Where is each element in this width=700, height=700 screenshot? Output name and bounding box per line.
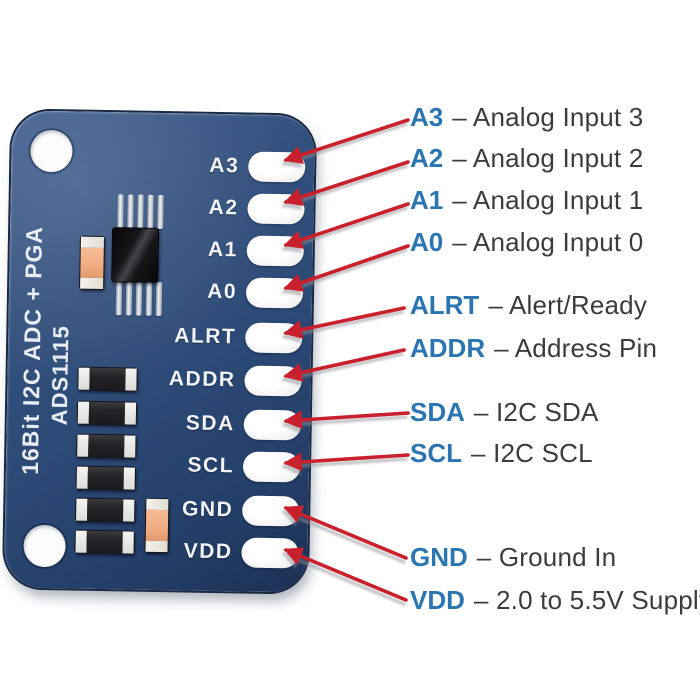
pin-pad-a1 [246,235,305,267]
pin-pad-alrt [244,322,303,354]
board-pin-label: ADDR [168,367,236,392]
board-pin-label: SCL [187,453,235,478]
board-pin-label: ALRT [174,324,237,349]
board-pin-label: A3 [209,153,240,178]
board-pin-label: SDA [185,411,235,436]
pin-pad-sda [243,409,301,441]
board-pin-label: GND [181,497,234,522]
board-pin-label: A0 [206,279,238,304]
pin-pad-scl [242,451,301,483]
pin-annotation: A2 – Analog Input 2 [410,140,643,176]
pin-name: A3 [410,102,444,132]
capacitor [79,235,106,291]
ic-leg [117,194,124,229]
pin-description: – Analog Input 1 [452,185,644,215]
silkscreen-text-main: 16Bit I2C ADC + PGA [16,225,48,475]
pin-description: – Analog Input 0 [452,227,644,257]
pin-description: – 2.0 to 5.5V Supply [473,585,700,615]
pin-name: SCL [410,438,462,468]
ic-leg [115,281,123,316]
mounting-hole-bottom [23,524,66,568]
pin-pad-addr [244,365,302,397]
pin-name: VDD [410,585,465,615]
pin-name: ADDR [410,333,486,363]
pin-pad-gnd [241,495,300,527]
pin-description: – I2C SCL [471,438,593,468]
pin-name: A2 [410,143,444,173]
pin-name: A1 [410,185,444,215]
pin-annotation: A0 – Analog Input 0 [410,224,643,260]
pin-description: – Alert/Ready [488,290,648,320]
pin-description: – I2C SDA [473,397,599,427]
pin-pad-a2 [247,193,305,225]
pin-annotation: ALRT – Alert/Ready [410,287,647,323]
pin-name: ALRT [410,290,480,320]
board-pin-label: A1 [207,237,238,262]
pin-pad-a3 [247,151,306,183]
pin-annotation: SDA – I2C SDA [410,394,599,430]
pin-pad-a0 [245,277,304,309]
pin-annotation: SCL – I2C SCL [410,435,593,471]
pin-annotation: A1 – Analog Input 1 [410,182,643,218]
pcb-board: 16Bit I2C ADC + PGA ADS1115 [3,110,316,593]
pin-name: A0 [410,227,444,257]
pin-description: – Ground In [476,542,617,572]
pin-annotation: A3 – Analog Input 3 [410,99,643,135]
board-pin-label: A2 [208,195,239,220]
pin-description: – Analog Input 3 [452,102,644,132]
board-pin-label: VDD [183,539,233,564]
mounting-hole-top [30,129,73,173]
silkscreen-text-partnumber: ADS1115 [46,325,74,426]
pin-description: – Address Pin [494,333,658,363]
pin-name: GND [410,542,468,572]
pin-annotation: ADDR – Address Pin [410,330,657,366]
pin-annotation: VDD – 2.0 to 5.5V Supply [410,582,700,618]
pin-pad-vdd [241,537,299,569]
pin-name: SDA [410,397,465,427]
pin-annotation: GND – Ground In [410,539,616,575]
pin-description: – Analog Input 2 [452,143,644,173]
